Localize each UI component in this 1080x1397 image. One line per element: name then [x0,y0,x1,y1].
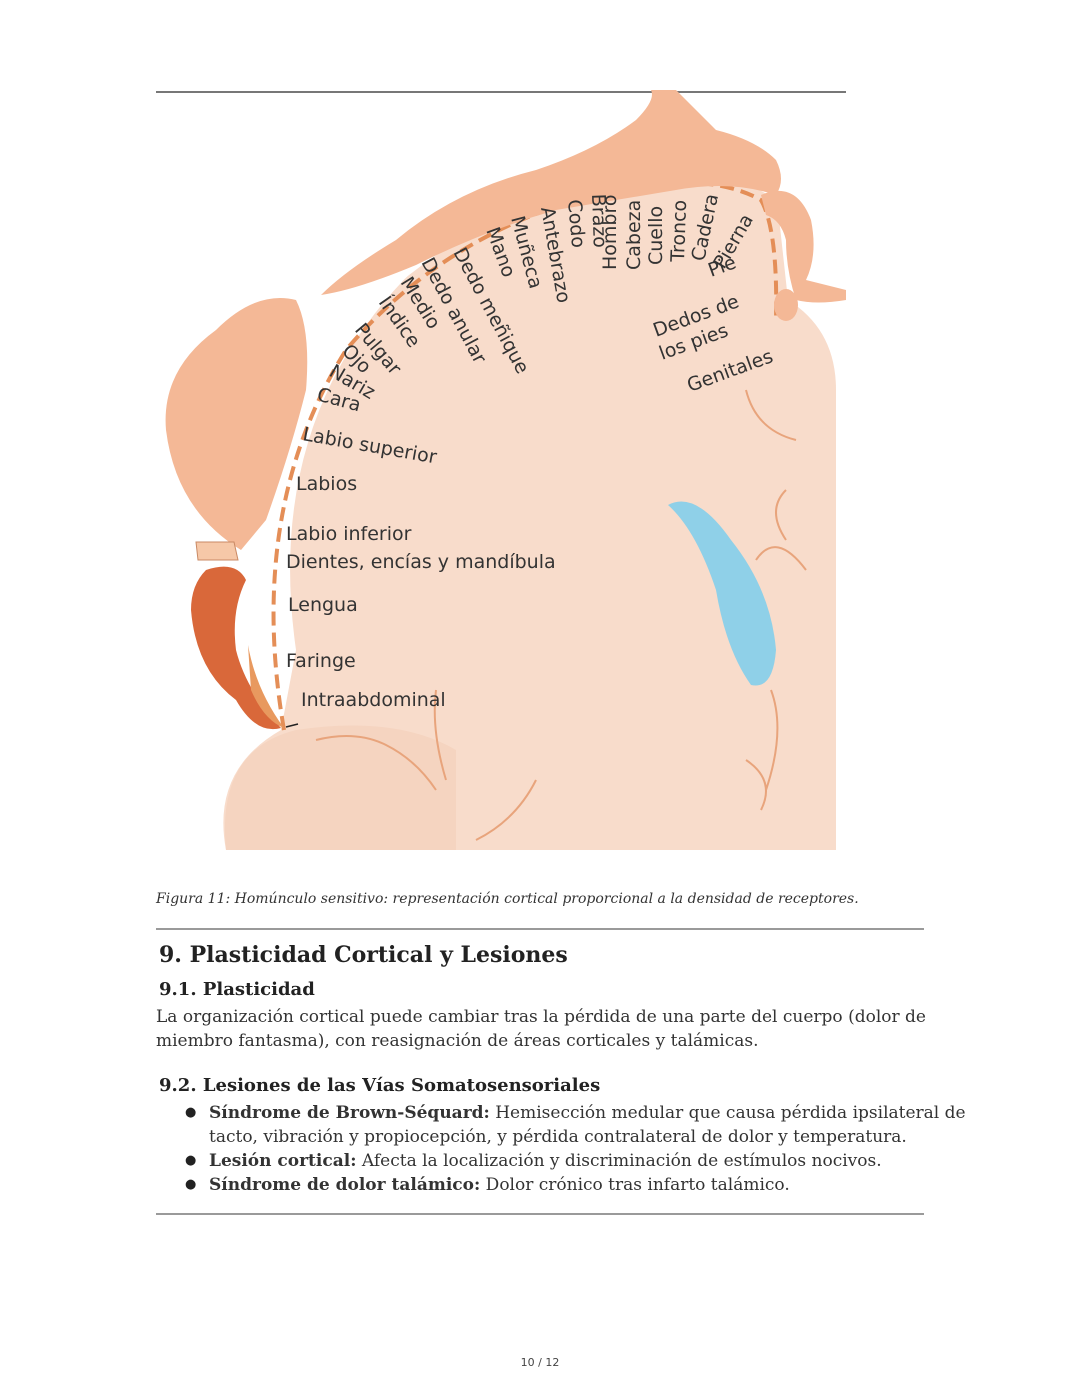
label-labio-inferior: Labio inferior [286,523,412,545]
label-cabeza: Cabeza [623,200,645,270]
bottom-rule [156,1213,924,1215]
subsection-lesions-title: 9.2. Lesiones de las Vías Somatosensoria… [159,1075,601,1096]
homunculus-leg [761,190,846,303]
label-tronco: Tronco [667,199,691,263]
plasticity-text: La organización cortical puede cambiar t… [156,1007,926,1051]
label-lengua: Lengua [288,594,358,616]
label-faringe: Faringe [286,650,356,672]
label-dientes: Dientes, encías y mandíbula [286,551,556,573]
list-item-term: Síndrome de dolor talámico: [209,1175,481,1195]
label-labios: Labios [296,473,357,495]
caption-rule [156,928,924,930]
homunculus-face [165,298,308,550]
homunculus-tongue [191,566,281,730]
list-item: Síndrome de Brown-Séquard: Hemisección m… [185,1101,979,1149]
section-title: 9. Plasticidad Cortical y Lesiones [159,942,568,968]
lateral-ventricle [668,501,776,686]
top-rule [156,91,846,93]
list-item: Síndrome de dolor talámico: Dolor crónic… [185,1173,979,1197]
list-item: Lesión cortical: Afecta la localización … [185,1149,979,1173]
lesions-list: Síndrome de Brown-Séquard: Hemisección m… [159,1101,979,1197]
label-cuello: Cuello [645,206,667,265]
sensory-homunculus-figure: Intraabdominal Faringe Lengua Dientes, e… [156,90,846,850]
list-item-term: Lesión cortical: [209,1151,357,1171]
list-item-desc: Dolor crónico tras infarto talámico. [480,1175,790,1195]
label-codo: Codo [563,199,589,249]
homunculus-arm [321,90,781,295]
list-item-desc: Afecta la localización y discriminación … [356,1151,882,1171]
label-brazo: Brazo [587,193,611,248]
label-intraabdominal: Intraabdominal [301,689,446,711]
cortex-section [223,169,837,850]
label-hombro: Hombro [599,195,621,271]
list-item-term: Síndrome de Brown-Séquard: [209,1103,490,1123]
subsection-plasticity-title: 9.1. Plasticidad [159,979,315,1000]
list-item-desc: Hemisección medular que causa pérdida ip… [209,1103,966,1147]
figure-caption: Figura 11: Homúnculo sensitivo: represen… [156,891,859,907]
page-number: 10 / 12 [520,1356,560,1369]
